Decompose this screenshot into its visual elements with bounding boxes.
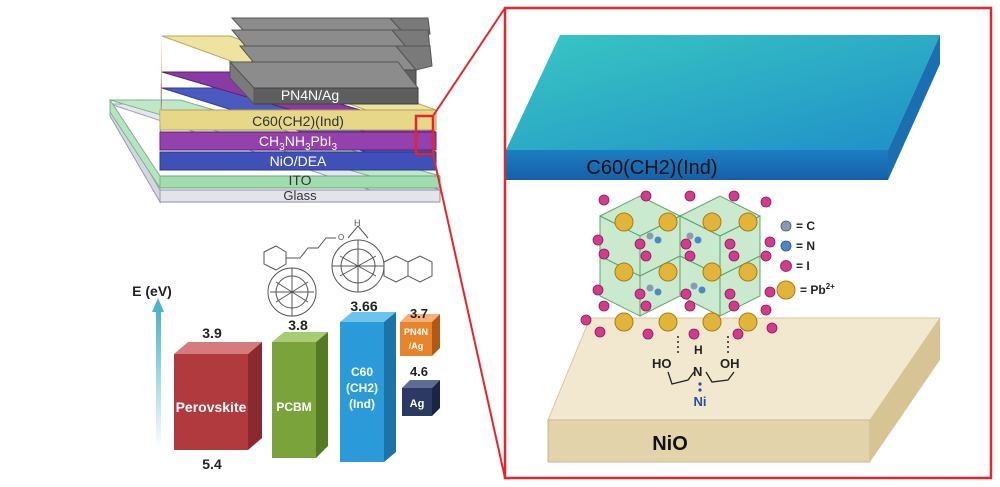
bar-c60: C60 (CH2) (Ind) 3.66 [340, 298, 396, 462]
layer-label-perovskite: CH3NH3PbI3 [259, 133, 338, 153]
layer-label-pn4n: PN4N/Ag [281, 87, 339, 103]
perovskite-crystal [580, 190, 778, 340]
energy-axis-arrow-icon [152, 298, 164, 312]
bar-perovskite-label: Perovskite [176, 399, 247, 415]
legend-pb-icon [776, 280, 796, 300]
bar-pcbm: PCBM 3.8 [272, 317, 328, 458]
bar-c60-top: 3.66 [350, 298, 377, 314]
legend-c-label: = C [796, 219, 815, 233]
nio-slab-label: NiO [652, 433, 688, 455]
bar-ag-top: 4.6 [410, 364, 428, 379]
pcbm-molecule-sketch: O [263, 233, 344, 317]
bar-c60-label-2: (CH2) [346, 381, 378, 395]
legend-i-label: = I [796, 259, 810, 273]
c60-slab-top [506, 35, 940, 150]
legend-c-icon [780, 220, 792, 232]
zoom-source-box [414, 114, 435, 156]
dea-molecule: HO H N OH Ni [652, 336, 740, 409]
bar-pn4n-top: 3.7 [410, 306, 428, 321]
bar-c60-label-1: C60 [351, 365, 373, 379]
dea-ho: HO [652, 356, 672, 371]
layer-label-ito: ITO [288, 172, 311, 188]
device-stack: PN4N/Ag C60(CH2)(Ind) CH3NH3PbI3 NiO/DEA… [109, 7, 506, 479]
atom-legend: = C = N = I = Pb2+ [776, 219, 835, 300]
energy-axis-label: E (eV) [132, 283, 172, 299]
layer-label-c60: C60(CH2)(Ind) [252, 113, 344, 129]
svg-text:O: O [338, 233, 344, 242]
dea-oh: OH [720, 356, 740, 371]
bar-pcbm-top: 3.8 [288, 317, 308, 333]
dea-ni: Ni [694, 394, 707, 409]
c60-slab-label: C60(CH2)(Ind) [586, 157, 717, 179]
bar-perovskite-bottom: 5.4 [202, 456, 222, 472]
c60-ind-molecule-sketch: H [331, 218, 433, 293]
bar-perovskite: Perovskite 3.9 5.4 [174, 325, 262, 472]
legend-pb-label: = Pb2+ [800, 282, 835, 297]
dea-n: N [693, 364, 702, 379]
c60-slab-front [506, 150, 888, 180]
bar-ag: Ag 4.6 [402, 364, 440, 416]
ag-electrodes [228, 17, 433, 106]
legend-n-label: = N [796, 239, 815, 253]
methylammonium-cations [646, 232, 706, 296]
energy-axis [156, 310, 161, 450]
dea-h: H [694, 343, 703, 357]
bar-pn4n-label-1: PN4N [404, 327, 428, 337]
zoom-line-bottom [432, 153, 506, 479]
legend-i-icon [780, 260, 792, 272]
bar-c60-label-3: (Ind) [349, 397, 375, 411]
bar-perovskite-top: 3.9 [202, 325, 222, 341]
energy-diagram: E (eV) Perovskite 3.9 5.4 PCBM 3.8 C60 (… [132, 283, 440, 472]
bar-ag-label: Ag [410, 398, 425, 410]
layer-label-glass: Glass [283, 188, 317, 203]
bar-pcbm-label: PCBM [276, 400, 311, 414]
zoom-panel: C60(CH2)(Ind) NiO [503, 6, 993, 480]
zoom-line-top [432, 7, 506, 117]
svg-text:H: H [354, 218, 361, 228]
legend-n-icon [780, 240, 792, 252]
bar-pn4n-label-2: /Ag [409, 341, 424, 351]
layer-label-nio-dea: NiO/DEA [270, 153, 327, 169]
bar-pn4n: PN4N /Ag 3.7 [400, 306, 440, 356]
nio-slab-front [547, 419, 871, 463]
